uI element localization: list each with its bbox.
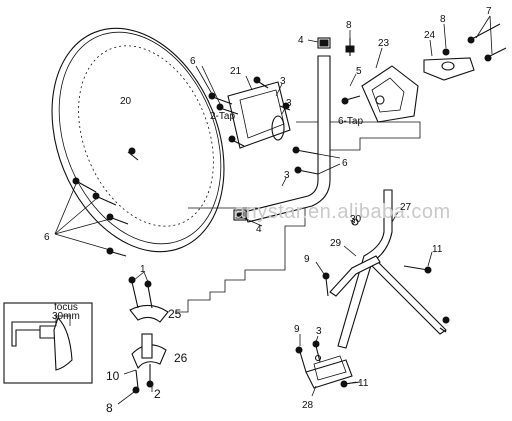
callout-21: 21 [230,66,242,77]
callout-3-base: 3 [316,326,322,337]
feed-arm [233,37,331,223]
leaders-6-left [54,183,111,251]
dish-reflector [51,27,225,253]
focus-value: 30mm [52,311,80,322]
callout-6-right: 6 [342,158,348,169]
callout-29: 29 [330,238,342,249]
leader-lines [117,15,493,405]
callout-11-bottom: 11 [358,378,369,389]
callout-24: 24 [424,30,436,41]
callout-8-top: 8 [346,20,352,31]
watermark-text: anystar.en.alibaba.com [234,201,451,223]
callout-3-mid: 3 [286,98,292,109]
callout-labels: 20 6 21 3 3 2-Tap 3 4 8 5 23 6-Tap 6 24 … [44,6,492,415]
callout-2-tap: 2-Tap [210,111,235,122]
callout-5: 5 [356,66,362,77]
lnb-holder [128,276,169,394]
callout-8-bottom: 8 [106,401,113,415]
callout-25: 25 [168,307,182,321]
callout-27: 27 [400,202,412,213]
callout-23: 23 [378,38,390,49]
callout-20: 20 [120,96,132,107]
callout-3-top: 3 [280,76,286,87]
elevation-hardware [341,38,419,123]
callout-4-top: 4 [298,35,304,46]
callout-4-bottom: 4 [256,224,262,235]
callout-7: 7 [486,6,492,17]
callout-6-top: 6 [190,56,196,67]
callout-6-left: 6 [44,232,50,243]
callout-3-bottom: 3 [284,170,290,181]
callout-30: 30 [350,214,362,225]
callout-28: 28 [302,400,314,411]
azimuth-clamp [423,23,507,81]
assembly-path [175,121,421,313]
callout-9-left: 9 [304,254,310,265]
callout-11-top: 11 [432,244,443,255]
dish-bolts [72,147,139,257]
callout-2: 2 [154,387,161,401]
callout-9-bottom: 9 [294,324,300,335]
callout-1: 1 [140,264,146,275]
callout-6-tap: 6-Tap [338,116,363,127]
tripod-stand [322,189,450,349]
callout-26: 26 [174,351,188,365]
focus-inset-text: focus 30mm [52,302,80,322]
callout-10: 10 [106,369,120,383]
callout-8-right: 8 [440,14,446,25]
focus-label: focus [54,302,78,313]
focus-inset [3,302,93,384]
base-foot [295,340,361,389]
rear-bracket [208,76,291,149]
